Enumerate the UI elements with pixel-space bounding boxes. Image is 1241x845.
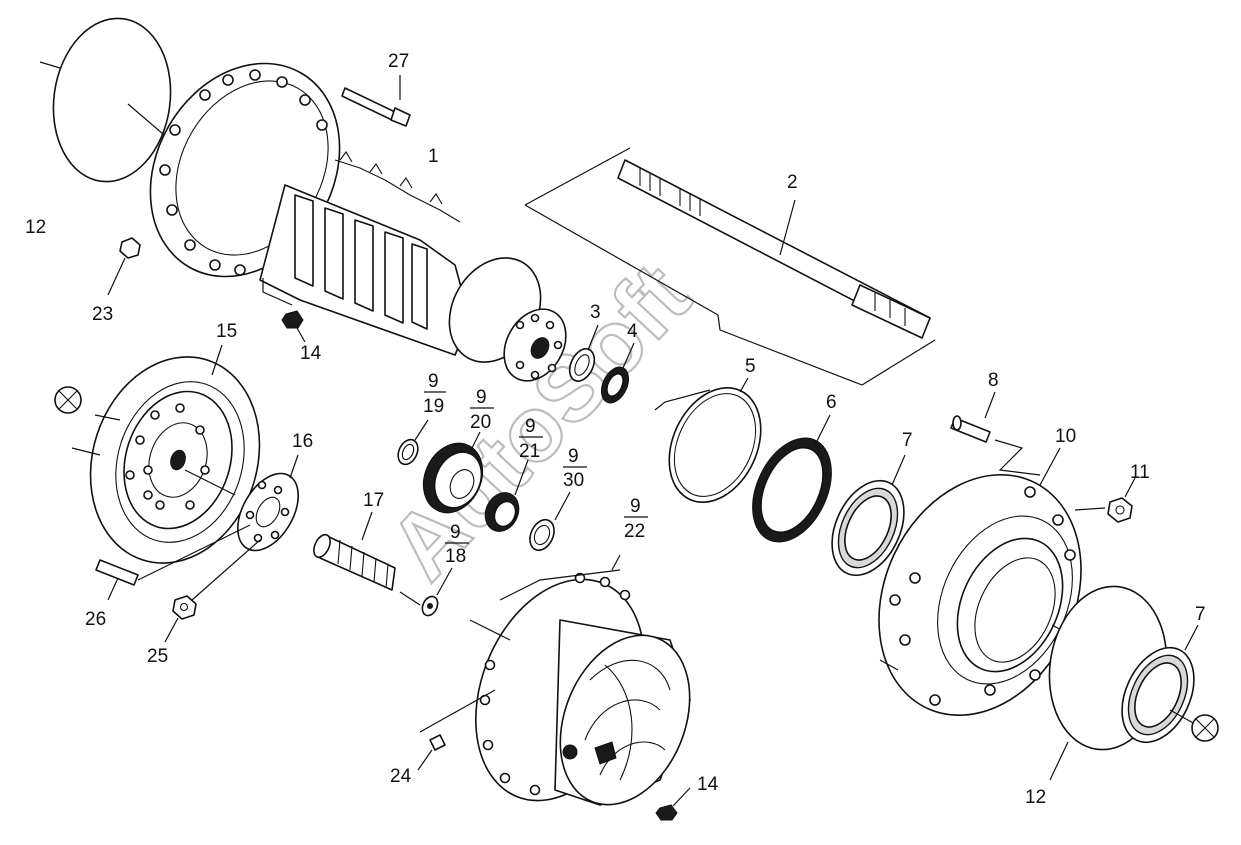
ring-gear-15 [54, 344, 261, 564]
label-8: 8 [988, 370, 999, 391]
label-9-30-num: 9 [568, 446, 579, 467]
label-9-30-den: 30 [563, 470, 584, 491]
stud-26 [95, 524, 251, 601]
label-9-22-den: 22 [624, 521, 645, 542]
plug-14-upper [281, 310, 306, 343]
label-9-22: 9 22 [624, 496, 648, 542]
wheel-hub-10 [878, 447, 1082, 716]
label-10: 10 [1055, 426, 1076, 447]
carrier-pins [562, 741, 617, 765]
label-9-22-num: 9 [630, 496, 641, 517]
label-9-19-den: 19 [423, 396, 444, 417]
label-9-18: 9 18 [445, 522, 469, 567]
label-2: 2 [787, 172, 798, 193]
ring-9-30 [529, 491, 571, 552]
label-4: 4 [627, 321, 638, 342]
label-7-lower: 7 [1195, 604, 1206, 625]
gasket-12-left [39, 17, 172, 183]
label-9-19: 9 19 [423, 371, 446, 417]
label-23: 23 [92, 304, 113, 325]
label-5: 5 [745, 356, 756, 377]
carrier-bolt-holes [479, 572, 631, 796]
bearing-7-lower [1121, 624, 1219, 744]
axle-shaft-2 [524, 147, 936, 386]
housing-ribs [294, 194, 428, 330]
bolt-27 [341, 75, 411, 127]
axle-housing-1 [149, 62, 567, 382]
screw-24 [417, 734, 446, 771]
label-9-20-num: 9 [476, 387, 487, 408]
label-7-upper: 7 [902, 430, 913, 451]
reference-circle-left [54, 386, 82, 414]
spindle-holes [515, 313, 563, 380]
washer-9-19 [397, 419, 429, 466]
label-16: 16 [292, 431, 313, 452]
nut-11 [1074, 477, 1136, 523]
label-12-left: 12 [25, 217, 46, 238]
label-12-right: 12 [1025, 787, 1046, 808]
hub-bolt-holes [889, 486, 1076, 706]
label-9-19-num: 9 [428, 371, 439, 392]
nut-23 [107, 237, 141, 296]
stud-8 [950, 391, 1041, 476]
reference-circle-right [1191, 714, 1219, 742]
bearing-7-upper [831, 454, 906, 577]
planet-carrier-9-22 [419, 554, 691, 806]
label-24: 24 [390, 766, 412, 787]
label-1: 1 [428, 146, 439, 167]
label-15: 15 [216, 321, 237, 342]
label-6: 6 [826, 392, 837, 413]
housing-bolt-holes [159, 69, 328, 276]
plug-14-lower [655, 787, 691, 821]
seal-ring-3 [568, 324, 599, 382]
seal-ring-4 [600, 342, 635, 404]
o-ring-5 [654, 377, 762, 504]
label-9-30: 9 30 [563, 446, 587, 491]
nut-25 [164, 539, 261, 643]
sun-gear-17 [313, 511, 421, 606]
label-9-18-den: 18 [445, 546, 466, 567]
housing-teeth [339, 151, 443, 205]
label-9-21-den: 21 [519, 441, 540, 462]
label-17: 17 [363, 490, 384, 511]
ring-gear-holes [125, 403, 210, 510]
label-9-20: 9 20 [470, 387, 494, 433]
planet-gear-9-20 [422, 431, 484, 514]
label-26: 26 [85, 609, 106, 630]
label-3: 3 [590, 302, 601, 323]
seal-6 [752, 414, 832, 543]
callout-labels: 1 2 3 4 5 6 7 7 8 10 11 12 12 14 14 15 1… [25, 51, 1206, 808]
washer-9-18 [421, 567, 453, 617]
label-9-18-num: 9 [450, 522, 461, 543]
label-11: 11 [1130, 462, 1150, 483]
label-14-upper: 14 [300, 343, 322, 364]
label-14-lower: 14 [697, 774, 719, 795]
label-9-21-num: 9 [525, 416, 536, 437]
label-27: 27 [388, 51, 409, 72]
label-9-21: 9 21 [519, 416, 543, 462]
label-25: 25 [147, 646, 168, 667]
label-9-20-den: 20 [470, 412, 491, 433]
planet-gear-9-21 [484, 459, 529, 532]
